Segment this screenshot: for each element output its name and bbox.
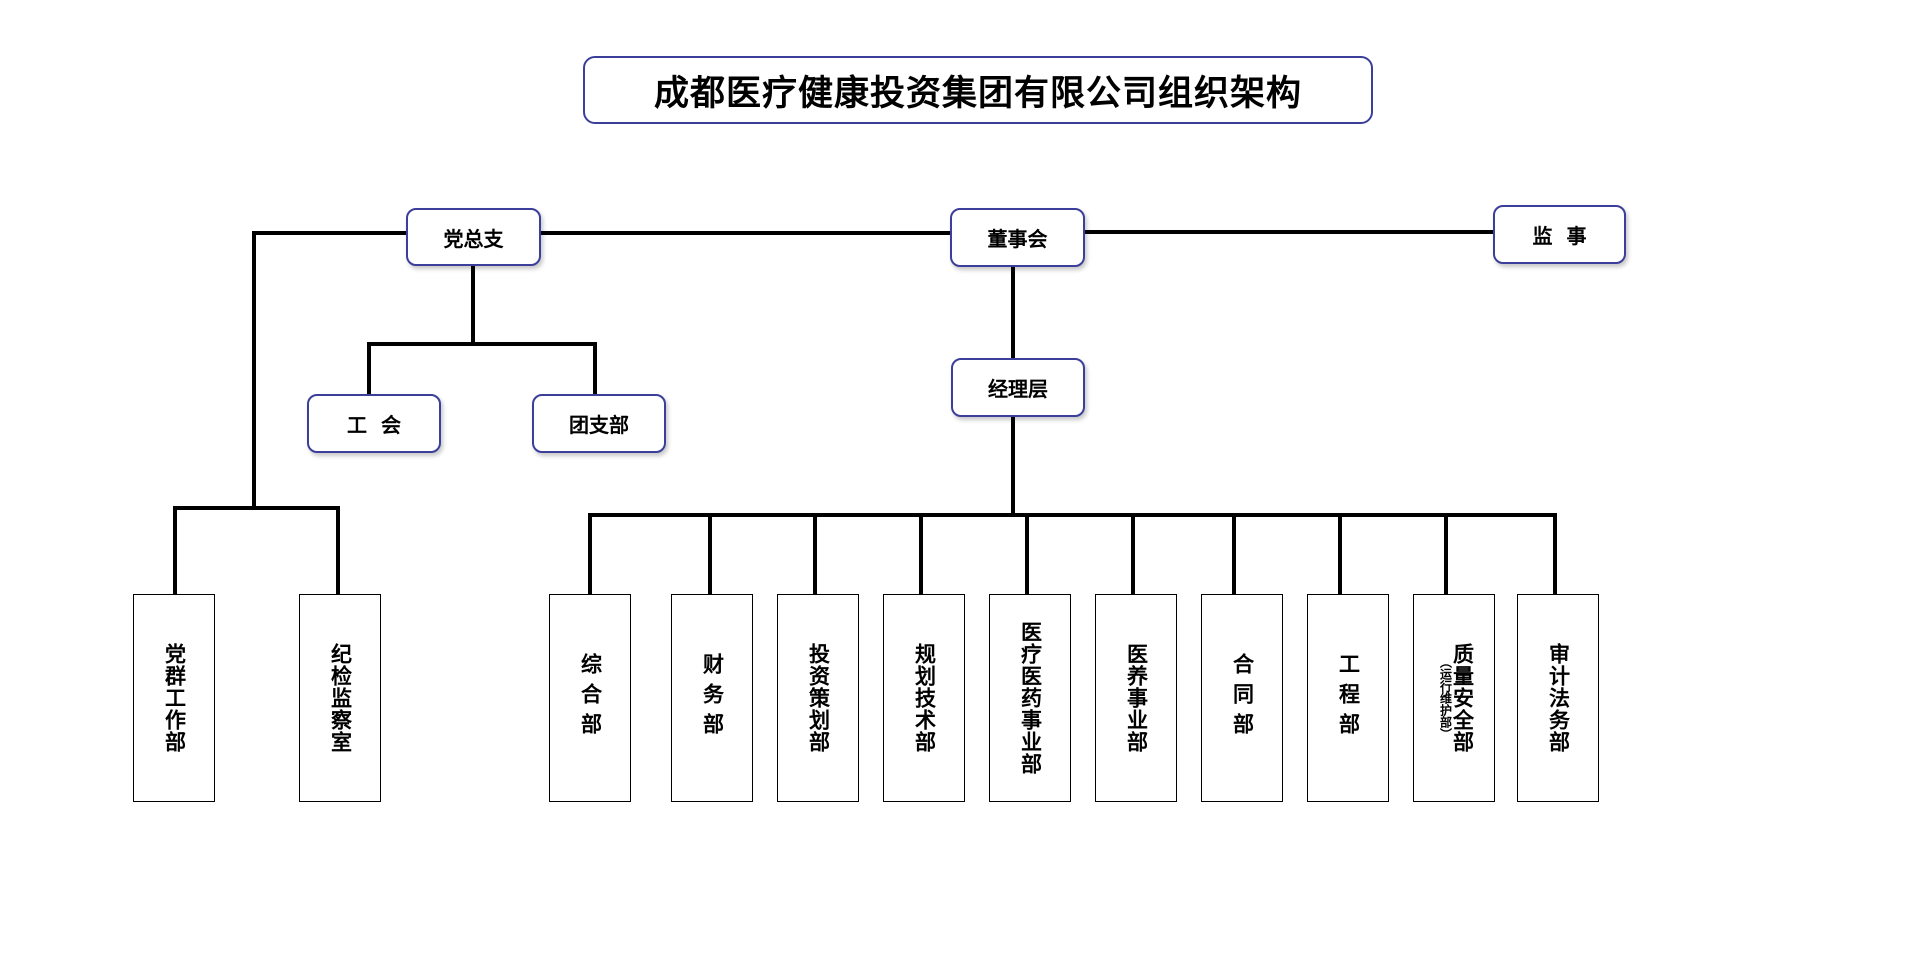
dept-label: 党群工作部 [162,643,187,753]
chart-title-box: 成都医疗健康投资集团有限公司组织架构 [583,56,1373,124]
dept-label: 质量安全部 [1450,643,1475,753]
chart-title: 成都医疗健康投资集团有限公司组织架构 [653,73,1302,114]
dept-label: 审计法务部 [1546,643,1571,753]
node-party-branch: 党总支 [406,208,541,266]
dept-label: 规划技术部 [912,643,937,753]
dept-box-planning: 规划技术部 [883,594,965,802]
dept-label: 纪检监察室 [328,643,353,753]
dept-box-audit-legal: 审计法务部 [1517,594,1599,802]
dept-box-general: 综合部 [549,594,631,802]
dept-box-medical: 医疗医药事业部 [989,594,1071,802]
node-union-label: 工 会 [347,413,401,437]
dept-box-investment: 投资策划部 [777,594,859,802]
node-management: 经理层 [951,358,1085,417]
dept-sub-label: （运行维护部） [1438,656,1453,740]
node-union: 工 会 [307,394,441,453]
dept-box-discipline: 纪检监察室 [299,594,381,802]
node-youth-league: 团支部 [532,394,666,453]
node-management-label: 经理层 [988,377,1048,401]
node-board: 董事会 [950,208,1085,267]
dept-box-party-work: 党群工作部 [133,594,215,802]
dept-label: 投资策划部 [806,643,831,753]
dept-box-eldercare: 医养事业部 [1095,594,1177,802]
dept-label: 医养事业部 [1124,643,1149,753]
node-youth-league-label: 团支部 [569,413,629,437]
node-supervisor: 监 事 [1493,205,1626,264]
dept-label: 综合部 [578,653,603,743]
dept-inner: 质量安全部 （运行维护部） [1436,643,1475,753]
node-board-label: 董事会 [987,227,1048,251]
dept-label: 合同部 [1230,653,1255,743]
dept-label: 医疗医药事业部 [1018,621,1043,775]
node-party-branch-label: 党总支 [443,226,504,251]
dept-box-engineering: 工程部 [1307,594,1389,802]
dept-box-quality-safety: 质量安全部 （运行维护部） [1413,594,1495,802]
dept-box-finance: 财务部 [671,594,753,802]
dept-box-contract: 合同部 [1201,594,1283,802]
node-supervisor-label: 监 事 [1532,224,1587,248]
dept-label: 工程部 [1336,653,1361,743]
dept-label: 财务部 [700,653,725,743]
